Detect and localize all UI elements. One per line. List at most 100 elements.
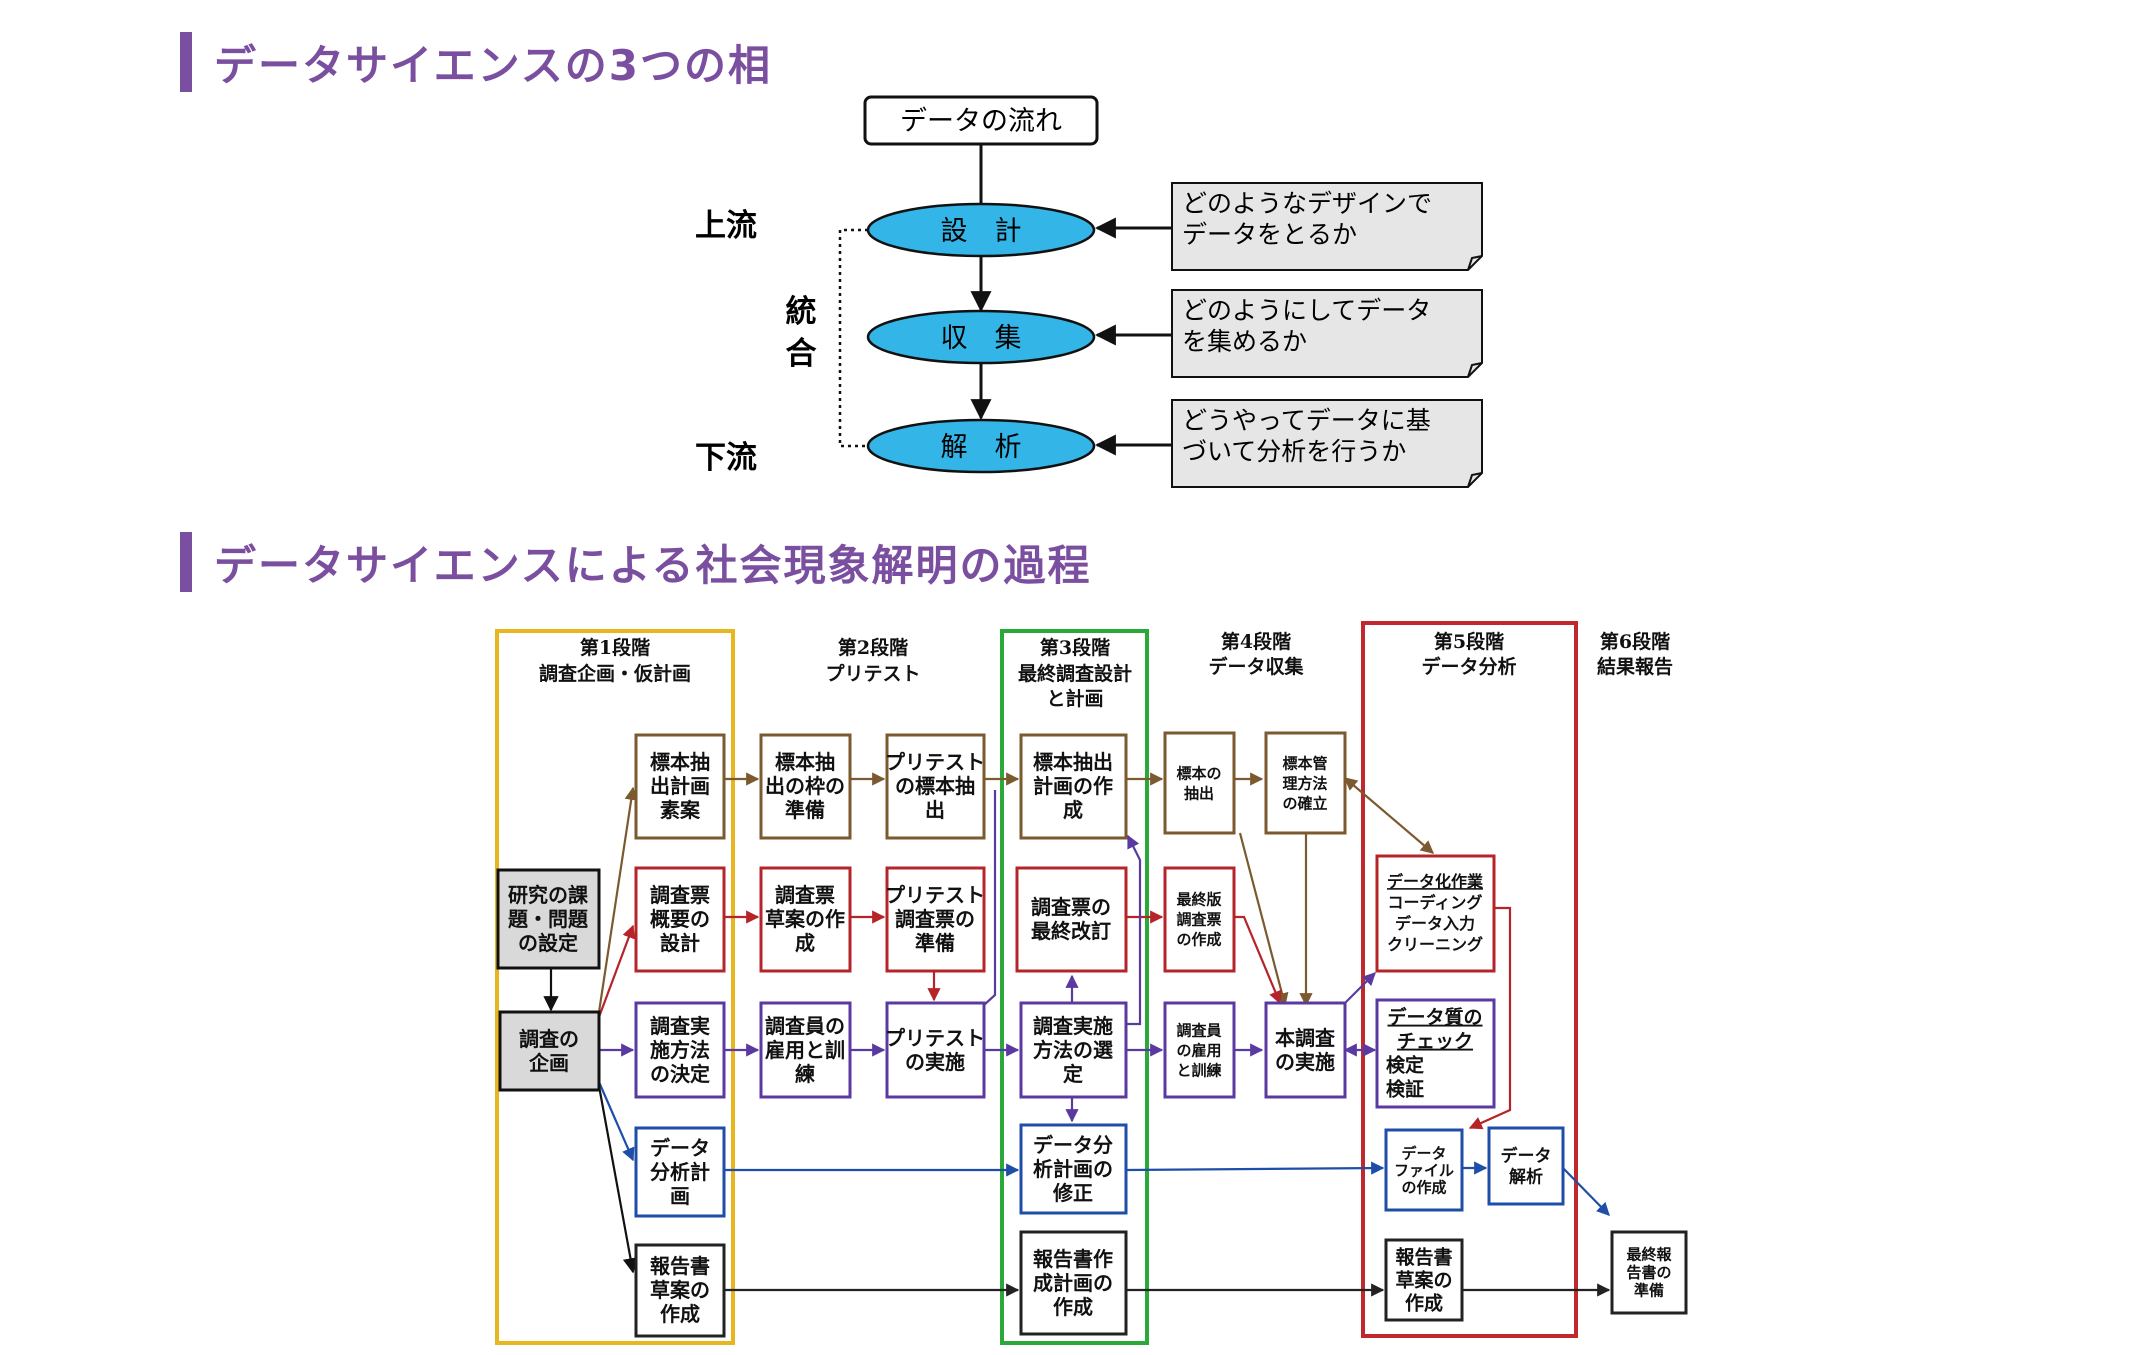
box-research (496, 868, 601, 970)
phase-design-label: 設 計 (941, 216, 1022, 247)
box-label-planning-2: 企画 (528, 1051, 569, 1075)
box-s3-sample (1019, 733, 1128, 840)
stage2-title: 第2段階 (838, 636, 908, 659)
box-label-b3-sample-2: 計画の作 (1033, 774, 1113, 798)
box-label-b1-data-3: 画 (670, 1184, 690, 1208)
box-label-b3-data-2: 析計画の (1033, 1157, 1113, 1181)
box-label-b3-data-1: データ分 (1033, 1133, 1113, 1157)
heading-accent-bar (180, 32, 192, 92)
box-s2-draft (759, 866, 852, 973)
note-design: どのようなデザインで データをとるか (1171, 182, 1483, 271)
box-label-b2-ptquest-3: 準備 (915, 931, 955, 955)
stage1-subtitle: 調査企画・仮計画 (539, 662, 691, 685)
box-label-b5-datawork-1: データ化作業 (1387, 872, 1484, 891)
box-label-b2-ptrun-2: の実施 (905, 1050, 965, 1074)
box-s4-extract (1163, 731, 1236, 835)
box-label-b5-quality-3: 検定 (1386, 1054, 1424, 1077)
box-label-b4-hire-3: と訓練 (1176, 1061, 1221, 1079)
box-label-b4-hire-2: の雇用 (1176, 1041, 1221, 1059)
box-label-b2-draft-3: 成 (795, 931, 815, 955)
box-label-b3-sample-3: 成 (1063, 798, 1083, 822)
box-label-b1-report-3: 作成 (660, 1302, 700, 1326)
integration-bracket (838, 228, 868, 448)
upstream-label: 上流 (695, 208, 757, 244)
box-label-b3-quest-1: 調査票の (1031, 895, 1111, 919)
box-label-research-1: 研究の課 (508, 883, 589, 907)
box-label-b1-sample-1: 標本抽 (650, 750, 710, 774)
note-analyze-line2: づいて分析を行うか (1182, 437, 1406, 466)
stage5-subtitle: データ分析 (1421, 655, 1516, 678)
note-collect: どのようにしてデータ を集めるか (1171, 289, 1483, 378)
box-s1-data (634, 1126, 726, 1218)
box-label-b5-report-1: 報告書 (1395, 1246, 1452, 1269)
box-s4-final (1163, 866, 1236, 973)
box-label-b3-report-3: 作成 (1053, 1295, 1093, 1319)
box-label-b1-sample-3: 素案 (660, 798, 701, 822)
box-label-b4-extract-1: 標本の (1176, 764, 1221, 782)
box-label-b4-hire-1: 調査員 (1176, 1021, 1221, 1039)
section-heading-process: データサイエンスによる社会現象解明の過程 (180, 532, 1091, 592)
box-label-b3-method-2: 方法の選 (1033, 1038, 1113, 1062)
box-label-b1-quest-3: 設計 (660, 931, 700, 955)
box-planning (498, 1010, 601, 1092)
box-label-b4-manage-1: 標本管 (1282, 754, 1327, 772)
downstream-label: 下流 (695, 440, 757, 476)
stage5-frame (1361, 621, 1578, 1338)
heading-accent-bar (180, 532, 192, 592)
box-label-b2-frame-3: 準備 (785, 798, 825, 822)
stage3-subtitle-2: と計画 (1046, 687, 1103, 710)
box-label-b4-final-1: 最終版 (1176, 890, 1221, 908)
box-label-b5-quality-1: データ質の (1387, 1006, 1482, 1029)
stage3-frame (1000, 629, 1149, 1345)
box-label-b5-report-2: 草案の (1395, 1269, 1452, 1292)
box-label-b2-hire-2: 雇用と訓 (765, 1038, 845, 1062)
box-label-b3-quest-2: 最終改訂 (1031, 919, 1111, 943)
note-analyze-line1: どうやってデータに基 (1182, 406, 1431, 435)
stage6-subtitle: 結果報告 (1597, 655, 1673, 678)
box-label-b2-ptrun-1: プリテスト (885, 1026, 985, 1050)
box-s1-quest (634, 866, 726, 973)
box-label-b3-method-1: 調査実施 (1033, 1014, 1113, 1038)
phase-collect-label: 収 集 (941, 323, 1022, 354)
box-label-b2-hire-3: 練 (795, 1062, 815, 1086)
process-boxes (496, 731, 1688, 1338)
stage4-subtitle: データ収集 (1208, 655, 1304, 678)
section-heading-three-phases: データサイエンスの3つの相 (180, 32, 772, 92)
heading-text: データサイエンスによる社会現象解明の過程 (214, 540, 1092, 590)
box-label-research-3: の設定 (518, 931, 578, 955)
heading-text: データサイエンスの3つの相 (214, 40, 772, 90)
box-label-b4-manage-3: の確立 (1282, 794, 1327, 812)
box-label-b2-ptsample-2: の標本抽 (895, 774, 975, 798)
box-label-b1-report-2: 草案の (650, 1278, 710, 1302)
box-s5-datawork (1375, 854, 1496, 973)
box-s2-ptsample (885, 733, 986, 840)
stage2-subtitle: プリテスト (825, 662, 920, 685)
box-label-b5-file-2: ファイル (1394, 1161, 1454, 1179)
box-label-b2-ptsample-3: 出 (925, 798, 945, 822)
box-label-b2-frame-1: 標本抽 (775, 750, 835, 774)
box-s2-ptrun (885, 1001, 986, 1099)
box-label-b1-method-1: 調査実 (650, 1014, 710, 1038)
note-collect-line1: どのようにしてデータ (1182, 296, 1431, 325)
box-s1-method (634, 1001, 726, 1099)
stage3-subtitle: 最終調査設計 (1018, 662, 1132, 685)
stage3-title: 第3段階 (1040, 636, 1110, 659)
box-s3-quest (1015, 866, 1128, 973)
box-label-b3-method-3: 定 (1063, 1062, 1083, 1086)
integration-label-1: 統 (786, 294, 817, 330)
box-s5-quality (1375, 998, 1496, 1109)
stage6-title: 第6段階 (1600, 630, 1670, 653)
box-label-b5-analysis-2: 解析 (1509, 1166, 1543, 1187)
phases-diagram: データの流れ 設 計 収 集 解 析 上流 下流 統 合 どのようなデザインで … (695, 95, 1483, 488)
box-s1-report (634, 1243, 726, 1338)
box-label-b1-report-1: 報告書 (650, 1254, 710, 1278)
box-label-b2-ptsample-1: プリテスト (885, 750, 985, 774)
box-label-b1-method-2: 施方法 (650, 1038, 710, 1062)
stage4-title: 第4段階 (1221, 630, 1291, 653)
box-label-b6-final-1: 最終報 (1626, 1245, 1672, 1263)
box-s4-hire (1163, 1001, 1236, 1099)
stage-headers: 第1段階 調査企画・仮計画 第2段階 プリテスト 第3段階 最終調査設計 と計画… (539, 630, 1673, 710)
box-s3-method (1019, 1001, 1128, 1099)
box-label-b4-final-3: の作成 (1176, 930, 1221, 948)
